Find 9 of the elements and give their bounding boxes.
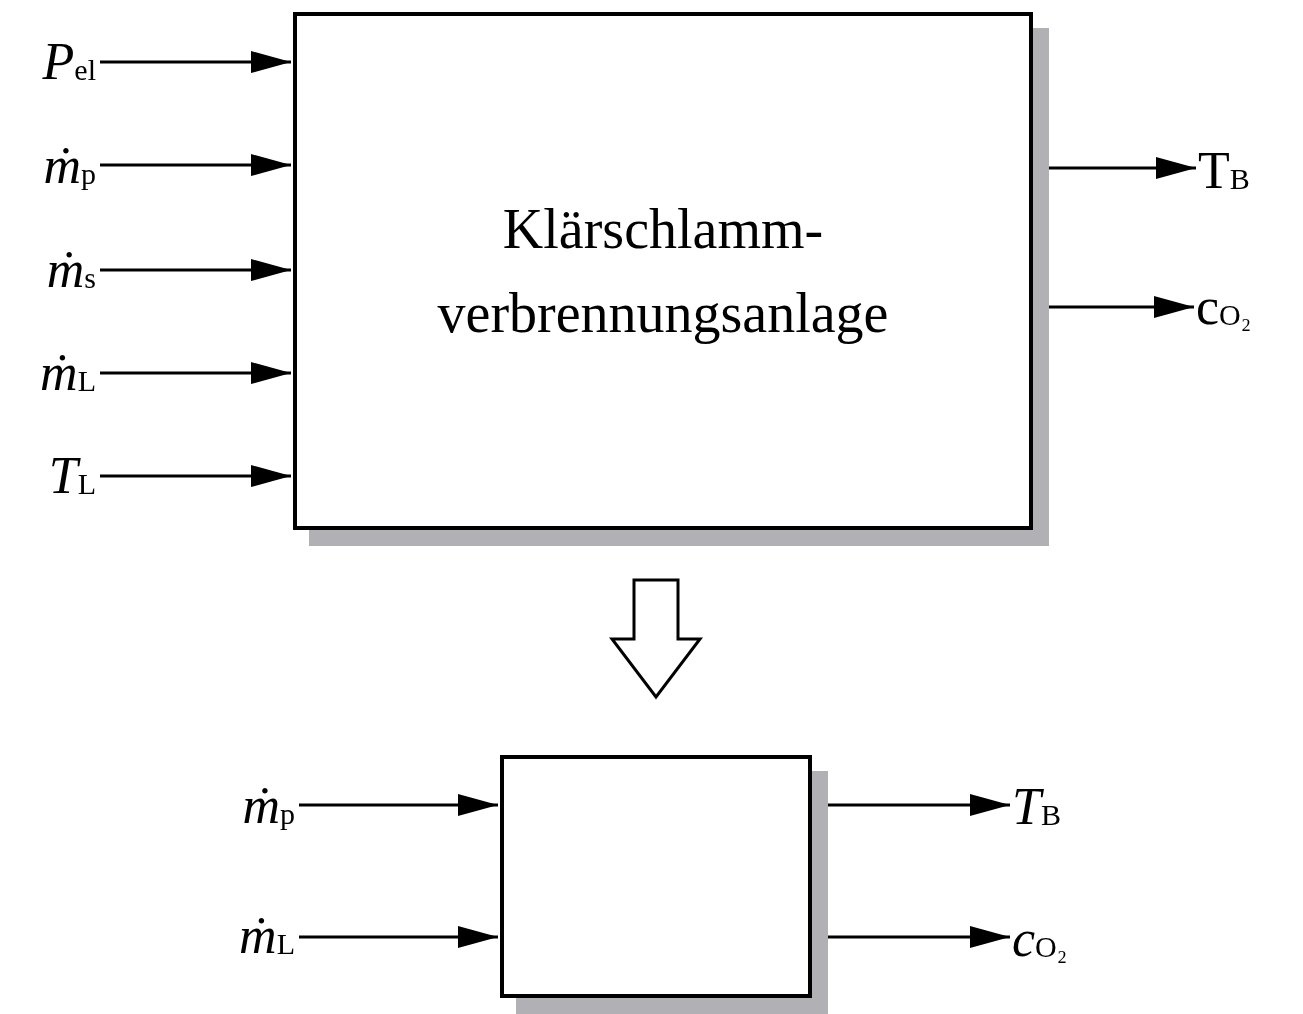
arrow — [100, 465, 291, 487]
arrow — [299, 794, 498, 816]
arrow — [100, 362, 291, 384]
block-arrow — [608, 578, 704, 700]
arrow — [100, 259, 291, 281]
box-title: Klärschlamm- verbrennungsanlage — [436, 197, 890, 346]
arrow — [100, 51, 291, 73]
arrow — [100, 154, 291, 176]
arrow — [299, 926, 498, 948]
